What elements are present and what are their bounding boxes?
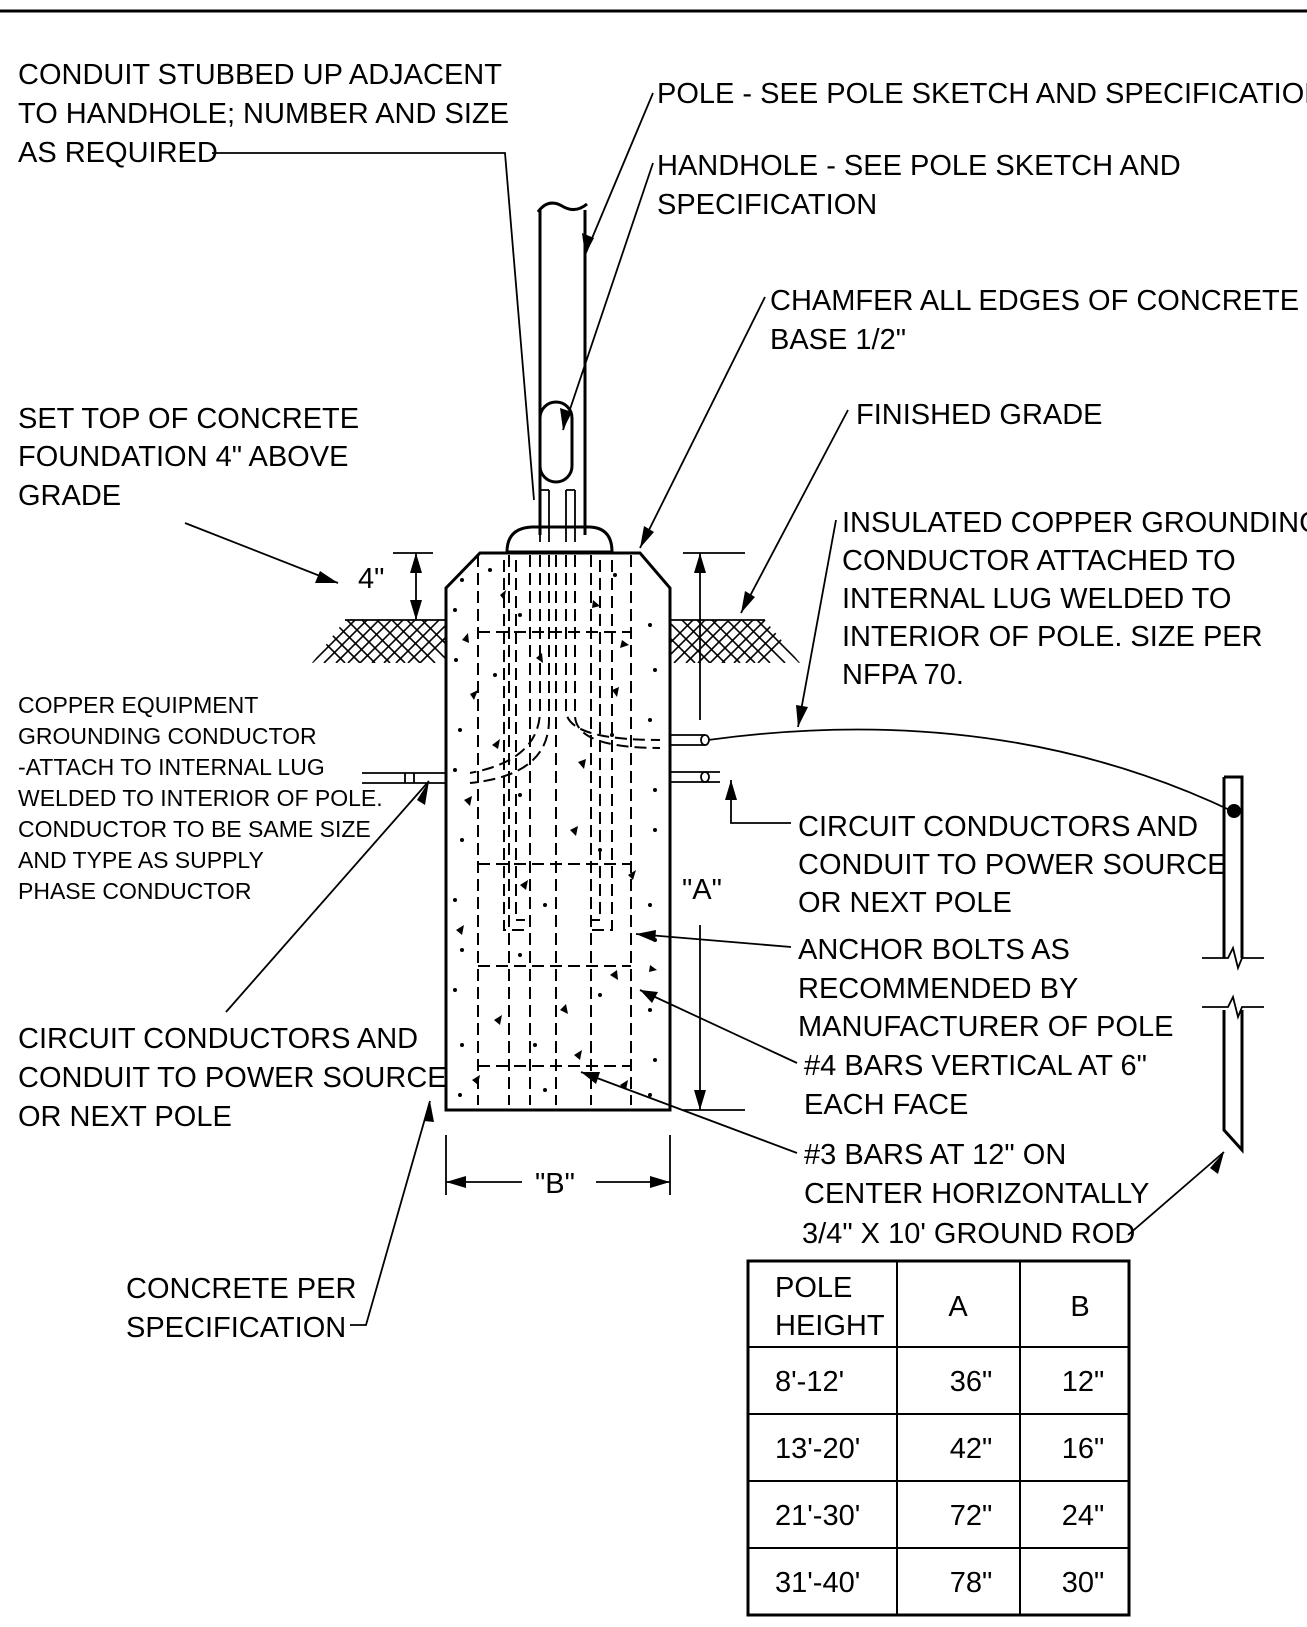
dimension-table: POLE HEIGHT A B 8'-12' 36" 12" 13'-20' 4…	[746, 1259, 1131, 1617]
table-header-pole-height: POLE HEIGHT	[775, 1272, 885, 1342]
ground-rod	[1202, 775, 1264, 1154]
conduit-sweeps	[469, 555, 661, 784]
table-cell: 16"	[1062, 1433, 1105, 1465]
table-cell: 21'-30'	[775, 1500, 860, 1532]
grounding-conductor	[707, 728, 1235, 813]
soil-hatch-right	[670, 619, 800, 663]
concrete-foundation	[444, 551, 672, 1112]
label-handhole: HANDHOLE - SEE POLE SKETCH AND SPECIFICA…	[657, 150, 1189, 221]
label-circuit-left: CIRCUIT CONDUCTORS AND CONDUIT TO POWER …	[18, 1023, 455, 1133]
table-cell: 8'-12'	[775, 1366, 844, 1398]
table-cell: 12"	[1062, 1366, 1105, 1398]
handhole-opening	[538, 400, 574, 484]
anchor-bolts	[503, 560, 613, 931]
label-circuit-right: CIRCUIT CONDUCTORS AND CONDUIT TO POWER …	[798, 811, 1235, 919]
label-chamfer: CHAMFER ALL EDGES OF CONCRETE BASE 1/2"	[770, 285, 1307, 356]
pole	[505, 201, 614, 554]
label-bars3: #3 BARS AT 12" ON CENTER HORIZONTALLY	[804, 1139, 1149, 1210]
concrete-aggregate	[453, 568, 657, 1097]
soil-hatch-left	[312, 619, 446, 663]
label-pole: POLE - SEE POLE SKETCH AND SPECIFICATION	[657, 78, 1307, 110]
table-cell: 24"	[1062, 1500, 1105, 1532]
label-set-top: SET TOP OF CONCRETE FOUNDATION 4" ABOVE …	[18, 403, 367, 512]
dimension-b	[445, 1135, 671, 1195]
label-ground-rod: 3/4" X 10' GROUND ROD	[802, 1218, 1135, 1250]
dimension-4in-label: 4"	[358, 563, 384, 595]
table-cell: 42"	[950, 1433, 993, 1465]
dimension-4in	[393, 552, 433, 620]
label-bars4: #4 BARS VERTICAL AT 6" EACH FACE	[804, 1050, 1155, 1121]
table-header-b: B	[1070, 1291, 1089, 1323]
dimension-a	[683, 552, 745, 1111]
table-cell: 31'-40'	[775, 1567, 860, 1599]
label-finished-grade: FINISHED GRADE	[856, 399, 1103, 431]
dimension-a-label: "A"	[682, 874, 722, 906]
label-insulated-copper: INSULATED COPPER GROUNDING CONDUCTOR ATT…	[842, 507, 1307, 691]
table-cell: 72"	[950, 1500, 993, 1532]
table-header-a: A	[948, 1291, 968, 1323]
label-anchor-bolts: ANCHOR BOLTS AS RECOMMENDED BY MANUFACTU…	[798, 934, 1173, 1043]
label-conduit-stubbed: CONDUIT STUBBED UP ADJACENT TO HANDHOLE;…	[18, 59, 517, 169]
base-plate	[505, 525, 614, 554]
label-concrete: CONCRETE PER SPECIFICATION	[126, 1273, 364, 1344]
label-copper-equipment: COPPER EQUIPMENT GROUNDING CONDUCTOR -AT…	[18, 692, 389, 904]
table-cell: 30"	[1062, 1567, 1105, 1599]
ground-rod-clamp	[1227, 804, 1241, 818]
leader-lines	[184, 92, 1225, 1326]
conduits-exiting	[362, 734, 720, 784]
table-cell: 13'-20'	[775, 1433, 860, 1465]
table-cell: 36"	[950, 1366, 993, 1398]
table-cell: 78"	[950, 1567, 993, 1599]
dimension-b-label: "B"	[535, 1168, 575, 1200]
